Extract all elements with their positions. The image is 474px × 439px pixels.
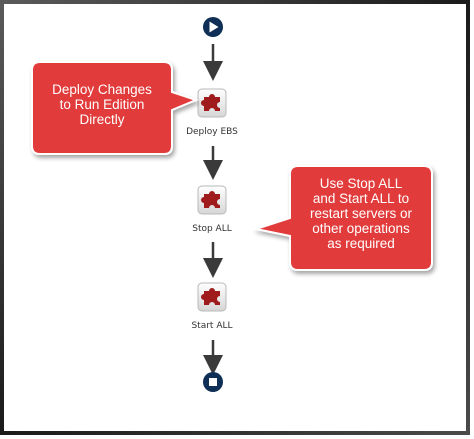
step-stop-all[interactable] (197, 185, 227, 215)
puzzle-piece-icon (201, 94, 220, 111)
callout-stop-start-line: as required (327, 236, 395, 251)
callout-deploy-line: Deploy Changes (52, 82, 152, 97)
callout-stop-start-line: and Start ALL to (312, 191, 410, 206)
step-start-all[interactable] (197, 282, 227, 312)
callout-stop-start-text: Use Stop ALL and Start ALL to restart se… (292, 176, 430, 251)
puzzle-piece-icon (201, 191, 220, 208)
end-node[interactable] (203, 372, 223, 392)
puzzle-piece-icon (201, 288, 220, 305)
callout-deploy-text: Deploy Changes to Run Edition Directly (34, 82, 170, 127)
step-label-stop-all: Stop ALL (192, 224, 232, 234)
callout-stop-start-line: other operations (312, 221, 410, 236)
callout-deploy-line: Directly (79, 112, 125, 127)
callout-deploy-changes (31, 61, 199, 155)
step-deploy-ebs[interactable] (197, 88, 227, 118)
play-icon (209, 21, 219, 33)
callout-stop-start-all (252, 165, 433, 271)
start-node[interactable] (203, 17, 223, 37)
callout-stop-start-line: Use Stop ALL (319, 176, 403, 191)
step-label-start-all: Start ALL (191, 321, 233, 331)
callout-stop-start-line: restart servers or (309, 206, 413, 221)
callout-deploy-line: to Run Edition (59, 97, 145, 112)
step-label-deploy-ebs: Deploy EBS (186, 127, 238, 137)
stop-icon (209, 378, 217, 386)
